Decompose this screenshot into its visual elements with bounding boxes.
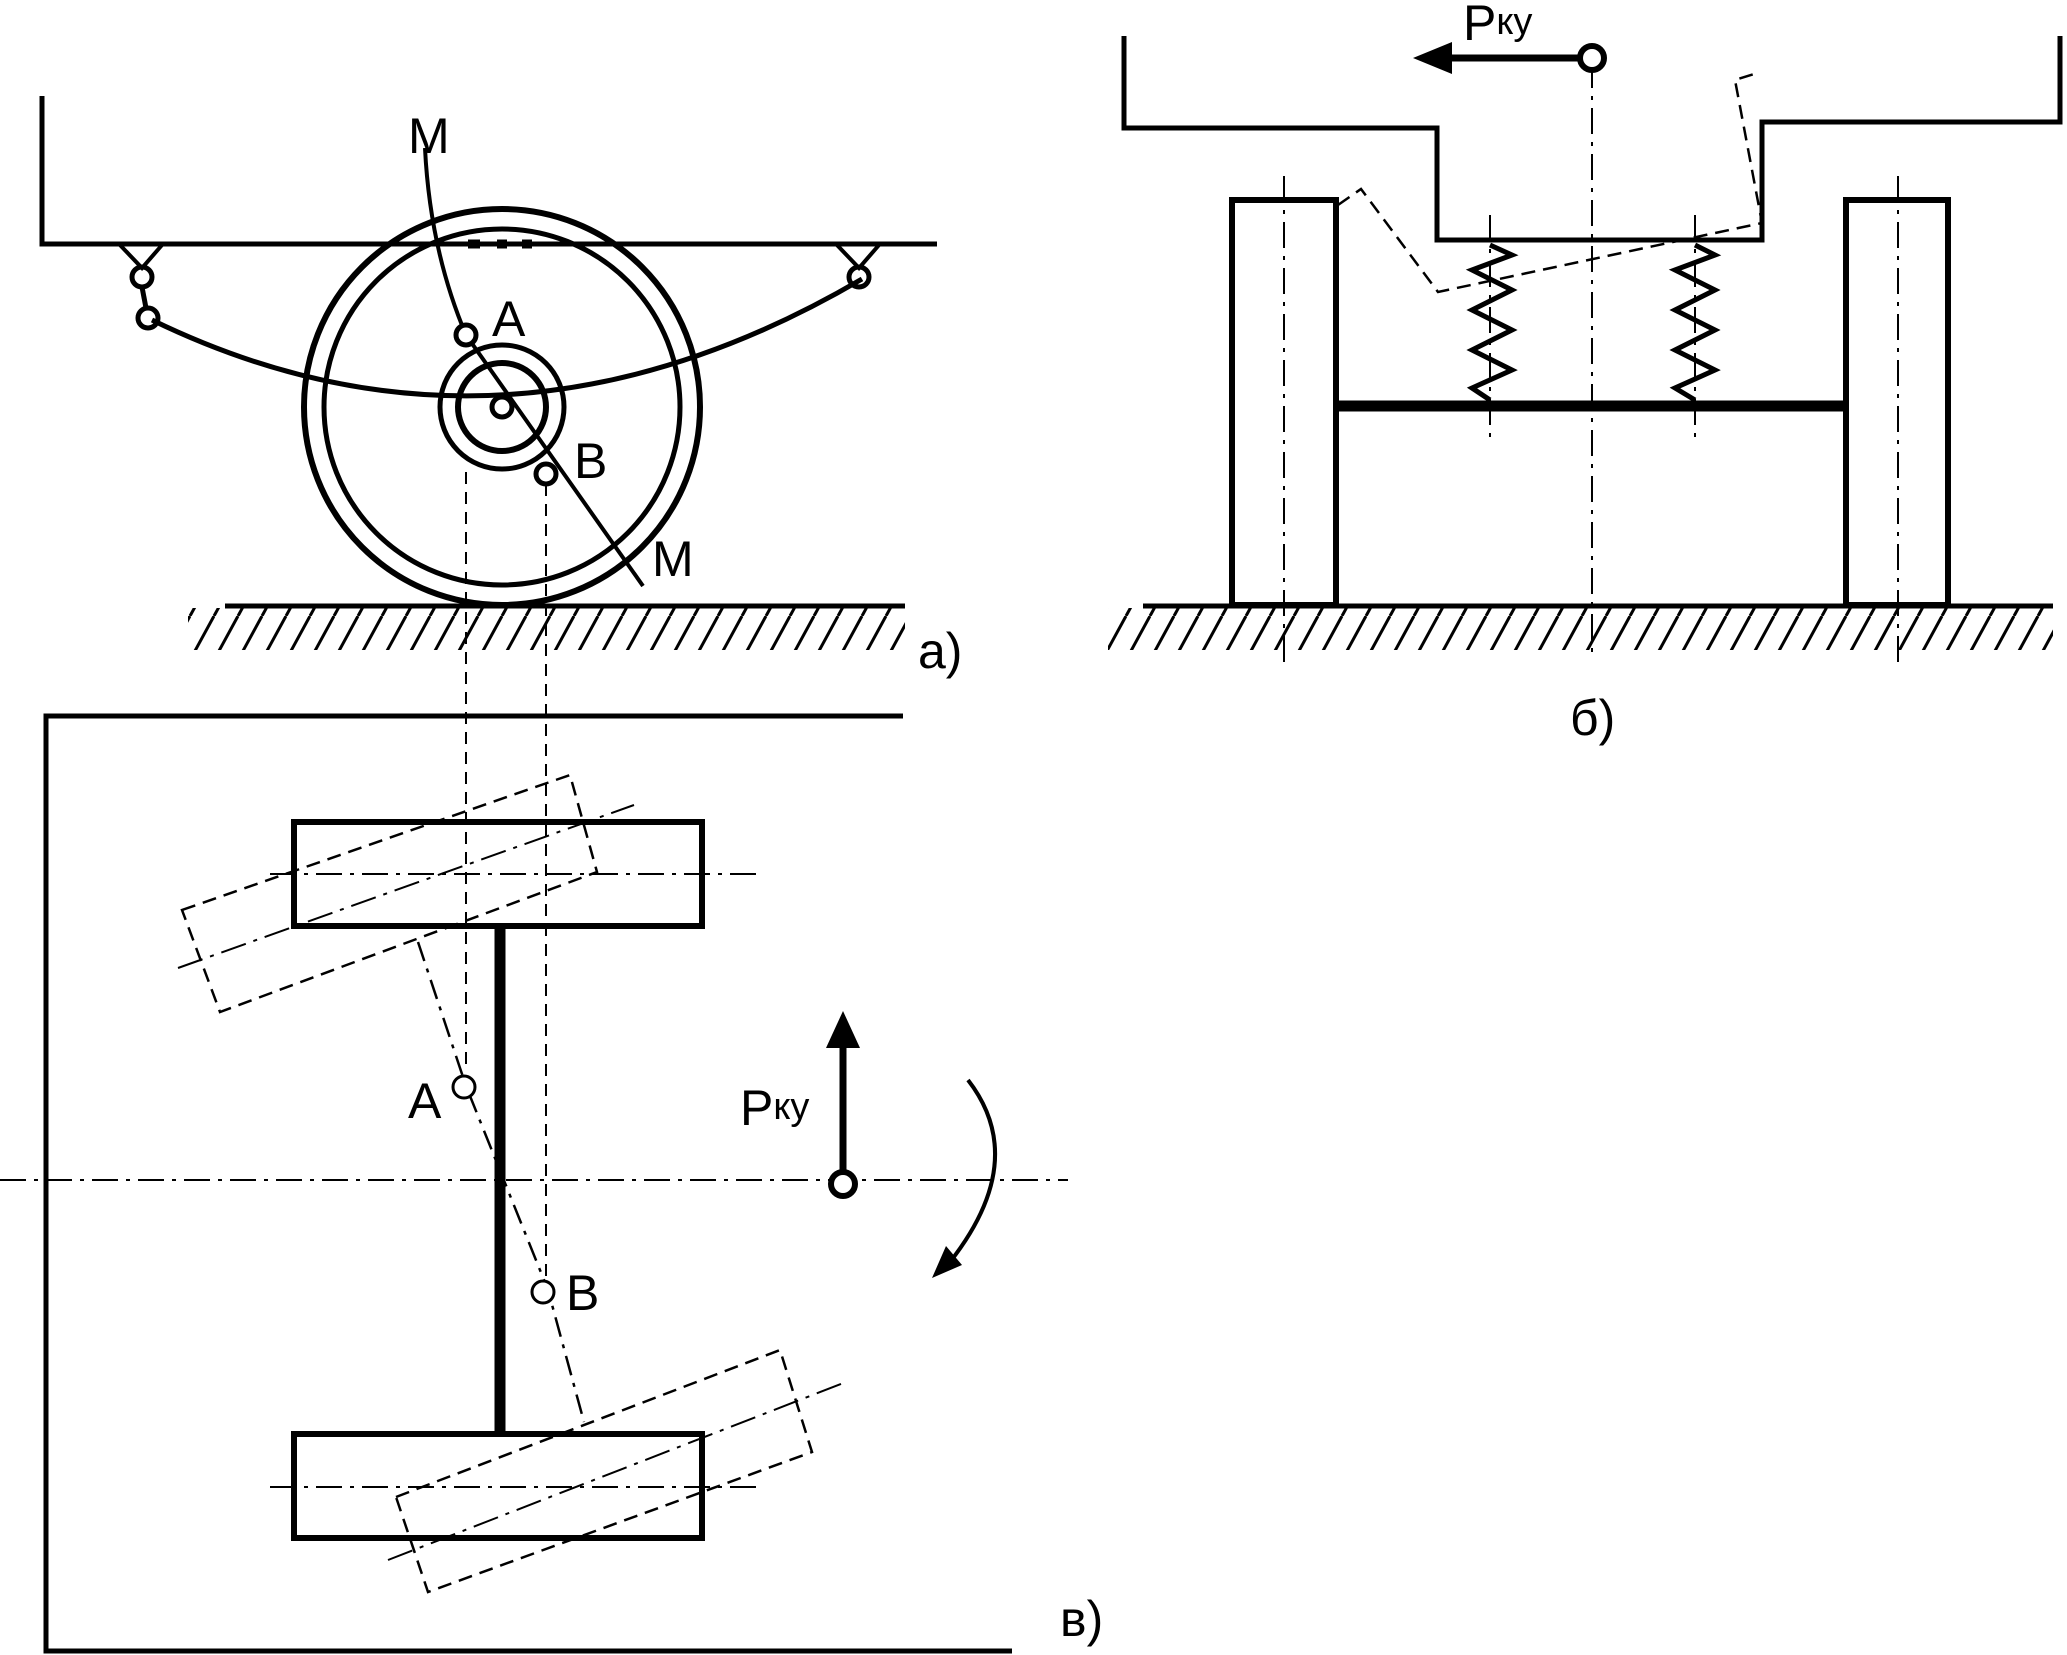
ground-hatch-b <box>1108 608 2053 650</box>
panel-b-front-view <box>1108 36 2063 666</box>
body-frame-b <box>1121 36 2063 243</box>
body-frame-b-tilted <box>1337 72 1764 294</box>
wheel-hub-inner <box>455 360 549 454</box>
label-subfigure-b: б) <box>1570 690 1615 746</box>
label-point-a-side: А <box>492 291 526 347</box>
panel-a-side-view <box>39 96 937 1285</box>
left-spring <box>1465 242 1519 403</box>
point-b-plan-marker <box>530 1279 556 1305</box>
axle-rotated <box>416 941 586 1423</box>
point-b-marker <box>533 461 559 487</box>
label-point-b-plan: В <box>566 1265 599 1321</box>
point-a-plan-marker <box>451 1074 477 1100</box>
label-subfigure-a: а) <box>918 623 962 679</box>
leaf-spring <box>150 276 864 399</box>
body-frame-a <box>39 96 937 247</box>
wheel-tire <box>301 206 703 608</box>
panel-v-plan-view <box>0 713 1068 1654</box>
force-arrowhead-b <box>1413 42 1452 74</box>
label-m-bottom: М <box>652 531 694 587</box>
force-point-v <box>828 1169 858 1199</box>
wheel-hub-outer <box>437 342 567 472</box>
wheel-rim <box>321 226 683 588</box>
bottom-wheel-rotated <box>394 1348 814 1594</box>
body-outline-plan <box>43 713 1012 1654</box>
label-subfigure-v: в) <box>1060 1591 1103 1647</box>
label-point-a-plan: А <box>408 1073 442 1129</box>
rotation-arrow <box>948 1078 997 1264</box>
force-point-b <box>1577 43 1607 73</box>
top-wheel-rotated <box>180 773 599 1014</box>
force-label-v: Рку <box>740 1080 809 1136</box>
rotation-arrowhead <box>932 1246 962 1278</box>
point-a-marker <box>453 322 479 348</box>
force-label-b: Рку <box>1463 0 1532 51</box>
label-point-b-side: В <box>574 433 607 489</box>
label-m-top: М <box>408 108 450 164</box>
force-arrowhead-v <box>826 1011 860 1048</box>
hub-center-marker <box>489 394 515 420</box>
